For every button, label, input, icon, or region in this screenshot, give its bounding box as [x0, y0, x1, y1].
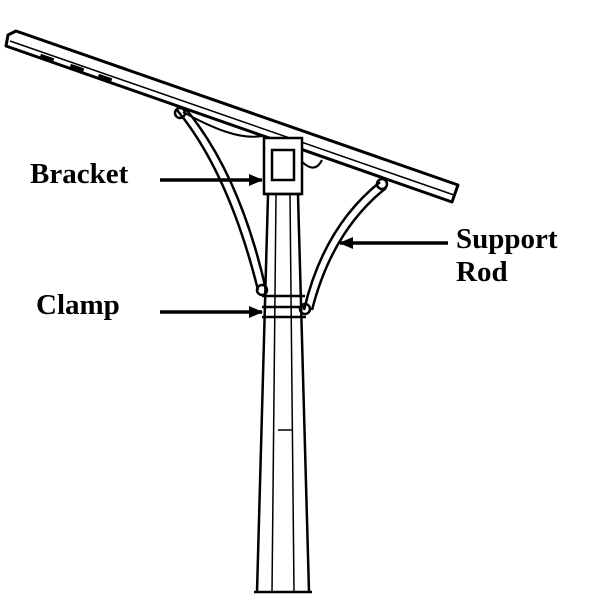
clamp-label: Clamp [36, 289, 120, 321]
clamp-ring [262, 294, 306, 319]
left-support-rod [173, 106, 269, 297]
bracket [262, 136, 304, 196]
panel [4, 29, 460, 204]
pole [254, 194, 312, 594]
support-rod-label-line1: Support [456, 223, 558, 255]
bracket-label: Bracket [30, 158, 129, 190]
right-support-rod [298, 159, 389, 316]
support-rod-label-line2: Rod [456, 256, 508, 288]
support-rod-label: Support Rod [456, 223, 558, 289]
